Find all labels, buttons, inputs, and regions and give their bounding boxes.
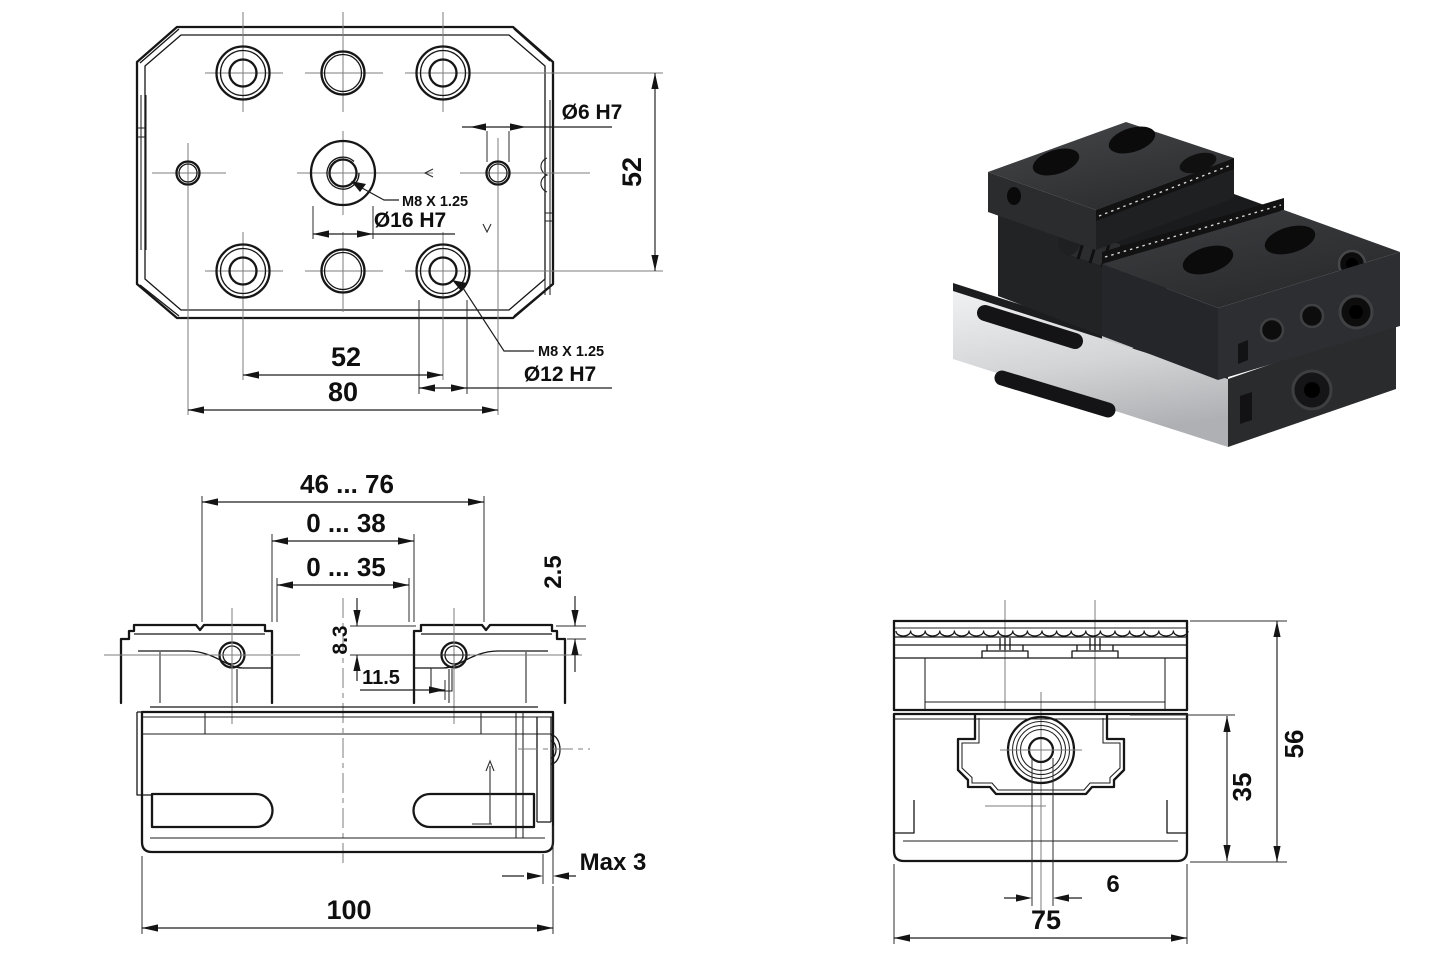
side-view: 6 75 35 56 [892, 600, 1309, 944]
base-slot-2 [994, 370, 1116, 418]
right-rail-detail [544, 100, 553, 295]
jaw-plate-side [892, 619, 1189, 712]
far-jaw-hole-3 [1179, 152, 1217, 174]
near-jaw [1102, 198, 1400, 380]
product-render [953, 122, 1400, 447]
far-jaw-top [988, 122, 1234, 210]
near-jaw-top [1102, 210, 1400, 308]
serrated-strip [892, 619, 1189, 637]
front-view: 46 ... 76 0 ... 38 0 ... 35 2.5 8.3 [104, 469, 646, 934]
right-rail-bumps [540, 157, 549, 193]
far-jaw-hole-1 [1032, 148, 1080, 176]
dim-dia6-label: Ø6 H7 [562, 101, 623, 124]
left-slot [150, 792, 274, 829]
jaw-hole-centerlines [104, 608, 582, 724]
dim-width52-label: 52 [331, 342, 361, 372]
screw-centerlines [985, 749, 1082, 807]
counterbored-holes [215, 45, 471, 299]
dim-max-protrusion-label: Max 3 [580, 849, 647, 876]
datum-arrow-icon [482, 223, 492, 234]
dim-range-jaw-label: 0 ... 38 [306, 508, 386, 538]
left-rail-detail [137, 95, 147, 250]
far-jaw [988, 122, 1234, 250]
dim-dia12-label: Ø12 H7 [524, 363, 596, 386]
near-jaw-hole-2 [1264, 225, 1316, 255]
far-jaw-side-hole [1007, 187, 1021, 205]
near-jaw-hole-1 [1182, 245, 1234, 275]
near-jaw-front-face [1102, 264, 1218, 380]
far-serration-dots [1098, 164, 1232, 217]
dim-clamp-depth-label: 8.3 [329, 625, 352, 654]
label-m8-corner: M8 X 1.25 [538, 344, 604, 360]
right-face-screw-2 [1299, 303, 1325, 329]
base-body-side [892, 712, 1189, 863]
dim-width80-label: 80 [328, 377, 358, 407]
base-side-notches [894, 800, 1187, 834]
dim-range-insert-label: 0 ... 35 [306, 552, 386, 582]
near-serration-dots [1104, 204, 1282, 258]
right-face-screw-1 [1259, 317, 1285, 343]
locating-holes [175, 50, 511, 294]
dim-body-height-label: 35 [1227, 773, 1257, 802]
datum-up-arrow-icon [485, 759, 495, 772]
dim-dia16-label: Ø16 H7 [374, 209, 446, 232]
datum-arrow-icon [423, 168, 434, 178]
base-boss-bore [1304, 382, 1320, 398]
base-latch [1240, 392, 1252, 424]
label-m8-center: M8 X 1.25 [402, 194, 468, 210]
right-face-key [1238, 340, 1248, 364]
far-jaw-serration-strip [1096, 158, 1234, 221]
right-slot [412, 792, 536, 829]
dim-overall-height-label: 56 [1279, 730, 1309, 759]
far-jaw-hole-2 [1108, 126, 1156, 154]
corner-chamfers [139, 28, 551, 317]
right-face-screw-3-bore [1349, 305, 1363, 319]
dim-height52-label: 52 [617, 157, 647, 187]
base-slot-1 [977, 305, 1083, 349]
dim-jaw-step-label: 11.5 [362, 667, 400, 689]
datum-line [472, 766, 492, 825]
dim-range-outer-label: 46 ... 76 [300, 469, 394, 499]
dim-overall-depth-label: 75 [1031, 905, 1061, 935]
t-slot-cavity [956, 712, 1126, 796]
top-view: Ø6 H7 52 M8 X 1.25 Ø16 H7 52 80 M8 X 1.2… [135, 12, 663, 415]
plate-outline [135, 25, 555, 320]
dim-screw-bore-label: 6 [1106, 871, 1119, 898]
dim-insert-height-label: 2.5 [540, 555, 567, 588]
hole-center-lines [152, 12, 663, 415]
dim-overall-width-label: 100 [326, 895, 371, 925]
